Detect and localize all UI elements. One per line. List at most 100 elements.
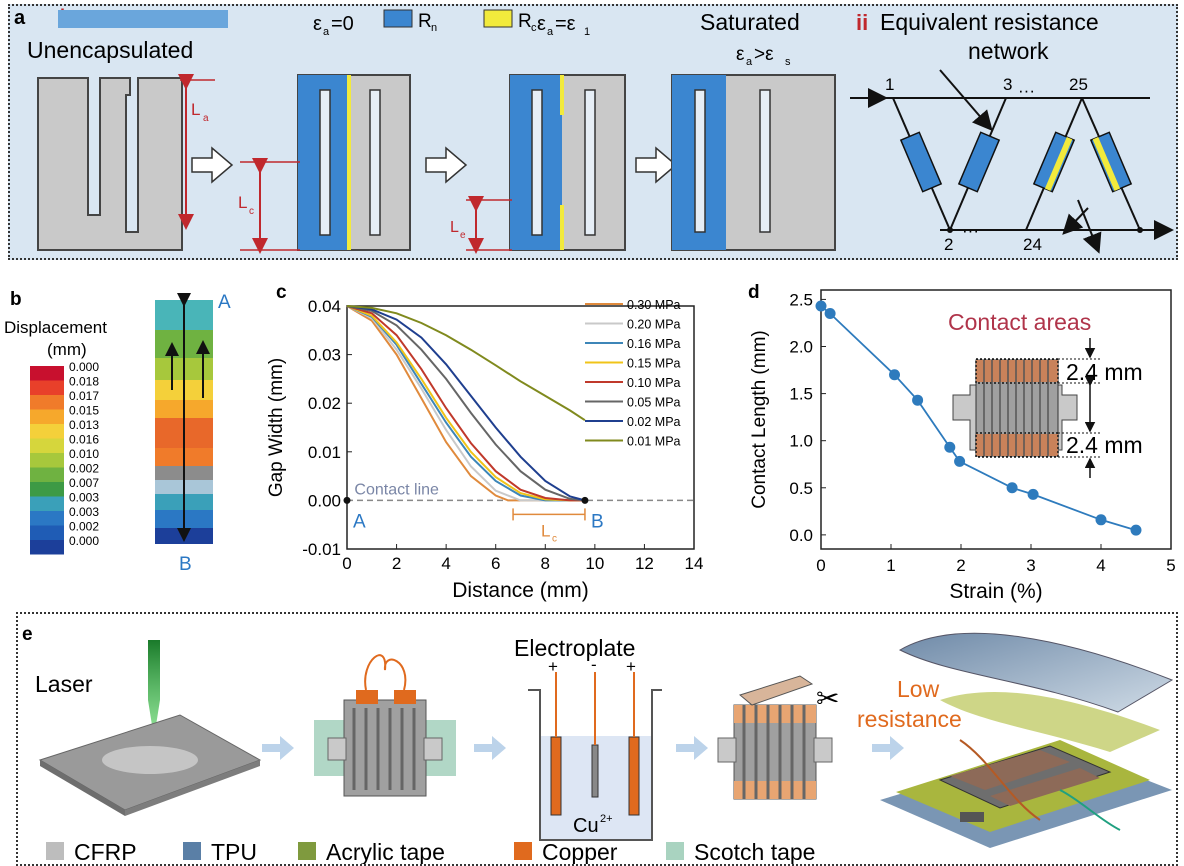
x-tick-label: 4 — [1096, 556, 1105, 575]
point-b-marker — [581, 496, 589, 504]
mask-step — [314, 654, 456, 797]
contact-inset: 2.4 mm 2.4 mm — [952, 338, 1143, 478]
colorbar-swatch — [30, 511, 64, 526]
data-point — [1027, 488, 1039, 500]
dim-1-label: 2.4 mm — [1066, 359, 1143, 385]
chart-point-b: B — [591, 511, 604, 532]
x-tick-label: 12 — [635, 554, 654, 573]
laser-step — [38, 640, 262, 816]
saturated-label: Saturated — [700, 9, 800, 35]
la-label: L — [191, 100, 200, 119]
state2-rel-sub: 1 — [584, 26, 590, 38]
legend-rc-sub: c — [531, 22, 537, 34]
data-point — [944, 441, 956, 453]
step-arrow-3 — [635, 146, 678, 184]
colorbar-tick-label: 0.017 — [69, 389, 99, 403]
node-24: 24 — [1023, 235, 1042, 254]
legend-swatch — [183, 842, 201, 860]
legend-rc-label: R — [518, 11, 532, 32]
lc-label: L — [238, 193, 247, 212]
sub-ii-label: ii — [856, 10, 868, 35]
e-step-arrow-2 — [474, 736, 506, 760]
series-line — [346, 305, 585, 502]
series-line — [346, 305, 586, 422]
chart-lc-label: L — [541, 521, 550, 540]
e-step-arrow-4 — [872, 736, 904, 760]
x-tick-label: 4 — [441, 554, 450, 573]
state1-rel: =0 — [331, 13, 354, 35]
legend-rn-label: R — [418, 11, 432, 32]
colorbar-tick-label: 0.000 — [69, 360, 99, 374]
cu-label: Cu — [573, 815, 599, 837]
resistance-network: 1 3 ··· 25 2 ··· 24 — [850, 69, 1174, 254]
colorbar-tick-label: 0.002 — [69, 462, 99, 476]
network-title-1: Equivalent resistance — [880, 9, 1099, 35]
cut-step: ✂ — [717, 675, 839, 800]
network-title-2: network — [968, 38, 1049, 64]
unencapsulated-label: Unencapsulated — [27, 37, 193, 63]
dots-top: ··· — [1018, 81, 1035, 100]
series-line — [346, 305, 585, 502]
point-a-marker — [343, 496, 351, 504]
minus-sign: - — [591, 655, 597, 674]
panel-c-label: c — [276, 282, 287, 303]
plus-2: + — [626, 657, 636, 676]
x-axis-label: Distance (mm) — [452, 579, 589, 602]
legend-label: 0.10 MPa — [627, 376, 681, 390]
y-axis-label: Gap Width (mm) — [266, 358, 287, 497]
legend-rn-sub: n — [431, 22, 437, 34]
colorbar-swatch — [30, 453, 64, 468]
x-tick-label: 3 — [1026, 556, 1035, 575]
data-point — [954, 455, 966, 467]
colorbar-swatch — [30, 409, 64, 424]
data-point — [824, 308, 836, 320]
colorbar-swatch — [30, 496, 64, 511]
low-resistance-2: resistance — [857, 706, 962, 732]
legend-label: CFRP — [74, 839, 137, 864]
plot-frame — [820, 289, 1172, 550]
y-tick-label: 0.02 — [308, 394, 341, 413]
y-tick-label: -0.01 — [302, 540, 341, 559]
colorbar-tick-label: 0.016 — [69, 433, 99, 447]
title-bar-swatch — [58, 10, 228, 28]
data-point — [1006, 482, 1018, 494]
step-arrow-2 — [425, 146, 468, 184]
lc-sub: c — [249, 206, 254, 217]
colorbar-swatch — [30, 467, 64, 482]
colorbar-tick-label: 0.007 — [69, 476, 99, 490]
data-point — [1130, 524, 1142, 536]
y-tick-label: 0.00 — [308, 491, 341, 510]
legend-swatch — [298, 842, 316, 860]
legend-label: 0.05 MPa — [627, 396, 681, 410]
chart-point-a: A — [353, 511, 366, 532]
laser-label: Laser — [35, 671, 93, 697]
x-tick-label: 1 — [886, 556, 895, 575]
y-tick-label: 0.03 — [308, 346, 341, 365]
data-point — [912, 394, 924, 406]
final-assembly: Low resistance — [857, 632, 1174, 848]
x-tick-label: 2 — [956, 556, 965, 575]
colorbar-swatch — [30, 438, 64, 453]
y-tick-label: 1.0 — [789, 432, 813, 451]
legend-label: 0.30 MPa — [627, 298, 681, 312]
colorbar-tick-label: 0.000 — [69, 534, 99, 548]
colorbar-tick-label: 0.003 — [69, 505, 99, 519]
colorbar-tick-label: 0.003 — [69, 491, 99, 505]
x-tick-label: 0 — [342, 554, 351, 573]
cu-sup: 2+ — [600, 813, 613, 825]
state3-sub: a — [746, 56, 753, 68]
comb-saturated — [671, 74, 836, 251]
legend-label: 0.02 MPa — [627, 415, 681, 429]
colorbar-swatch — [30, 482, 64, 497]
state2-rel: =ε — [555, 13, 576, 35]
colorbar-tick-label: 0.002 — [69, 520, 99, 534]
y-tick-label: 0.04 — [308, 297, 341, 316]
x-tick-label: 5 — [1166, 556, 1175, 575]
legend-label: TPU — [211, 839, 257, 864]
state3-rel-sub: s — [785, 56, 791, 68]
plus-1: + — [548, 657, 558, 676]
legend-swatch — [514, 842, 532, 860]
